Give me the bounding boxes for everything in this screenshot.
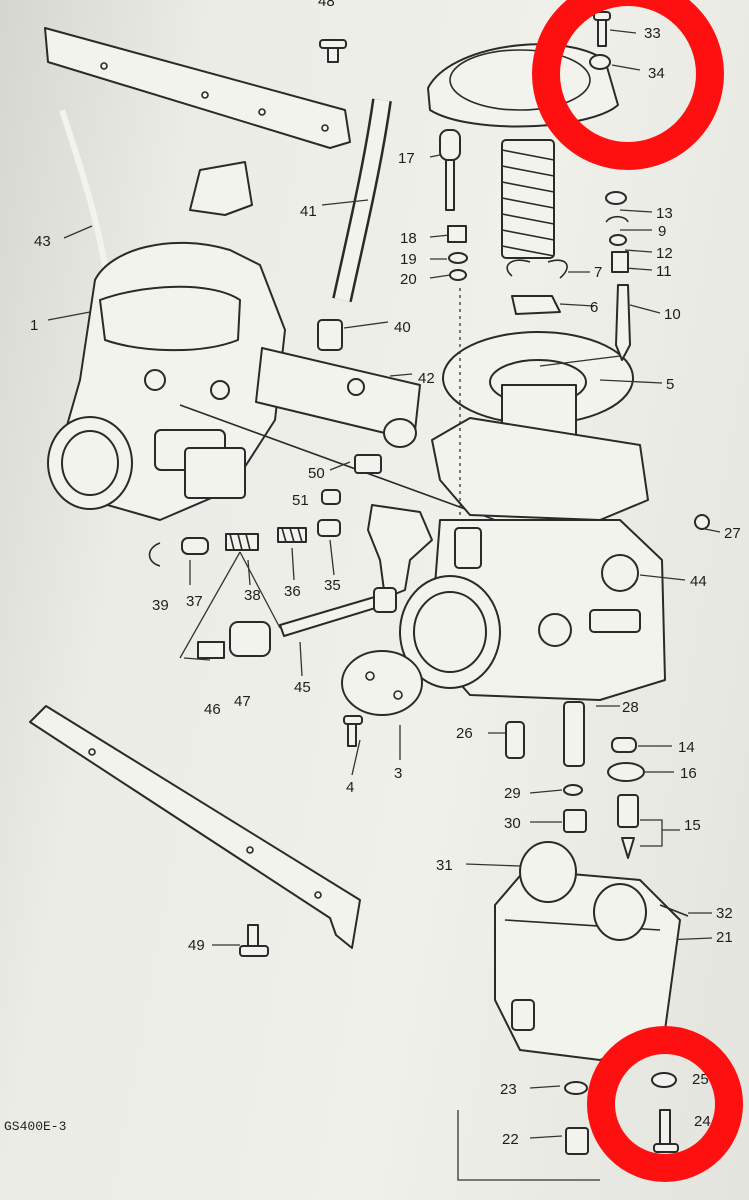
label-50: 50 xyxy=(308,465,325,482)
label-39: 39 xyxy=(152,597,169,614)
label-5: 5 xyxy=(666,376,674,393)
label-14: 14 xyxy=(678,739,695,756)
label-3: 3 xyxy=(394,765,402,782)
label-26: 26 xyxy=(456,725,473,742)
left-carburetor-body xyxy=(47,161,286,521)
label-46: 46 xyxy=(204,701,221,718)
label-47: 47 xyxy=(234,693,251,710)
label-27: 27 xyxy=(724,525,741,542)
label-1: 1 xyxy=(30,317,38,334)
label-34: 34 xyxy=(648,65,665,82)
plate-3 xyxy=(341,650,423,716)
label-43: 43 xyxy=(34,233,51,250)
label-23: 23 xyxy=(500,1081,517,1098)
label-35: 35 xyxy=(324,577,341,594)
label-32: 32 xyxy=(716,905,733,922)
left-small-parts xyxy=(148,489,341,659)
label-31: 31 xyxy=(436,857,453,874)
label-19: 19 xyxy=(400,251,417,268)
label-42: 42 xyxy=(418,370,435,387)
float-31 xyxy=(519,841,647,941)
label-25: 25 xyxy=(692,1071,709,1088)
label-36: 36 xyxy=(284,583,301,600)
label-51: 51 xyxy=(292,492,309,509)
needle-holder-6 xyxy=(511,295,561,315)
label-17: 17 xyxy=(398,150,415,167)
label-16: 16 xyxy=(680,765,697,782)
label-12: 12 xyxy=(656,245,673,262)
label-10: 10 xyxy=(664,306,681,323)
right-carb-top-cap xyxy=(427,43,619,128)
highlight-circle-bottom-right xyxy=(587,1026,743,1182)
label-13: 13 xyxy=(656,205,673,222)
slide-spring xyxy=(501,139,555,259)
label-37: 37 xyxy=(186,593,203,610)
label-15: 15 xyxy=(684,817,701,834)
page-code: GS400E-3 xyxy=(4,1119,66,1134)
bottom-bracket xyxy=(29,705,361,949)
label-33: 33 xyxy=(644,25,661,42)
retainer-7 xyxy=(506,259,568,279)
label-45: 45 xyxy=(294,679,311,696)
screw-4-icon xyxy=(343,715,363,747)
throttle-lever xyxy=(367,504,433,599)
label-30: 30 xyxy=(504,815,521,832)
label-22: 22 xyxy=(502,1131,519,1148)
label-48: 48 xyxy=(318,0,335,10)
label-24: 24 xyxy=(694,1113,711,1130)
label-29: 29 xyxy=(504,785,521,802)
label-41: 41 xyxy=(300,203,317,220)
label-20: 20 xyxy=(400,271,417,288)
label-11: 11 xyxy=(656,263,672,280)
label-21: 21 xyxy=(716,929,733,946)
screw-48-icon xyxy=(319,39,347,63)
jet-parts xyxy=(505,701,689,1155)
label-44: 44 xyxy=(690,573,707,590)
fuel-tee-40-42 xyxy=(255,319,421,448)
top-right-small-parts xyxy=(439,11,710,530)
highlight-circle-top-right xyxy=(532,0,724,170)
right-carburetor-body xyxy=(399,417,666,701)
label-4: 4 xyxy=(346,779,354,796)
label-18: 18 xyxy=(400,230,417,247)
label-40: 40 xyxy=(394,319,411,336)
label-49: 49 xyxy=(188,937,205,954)
label-38: 38 xyxy=(244,587,261,604)
label-7: 7 xyxy=(594,264,602,281)
part-number-labels: 48 43 1 41 40 42 50 51 17 18 19 20 33 34… xyxy=(4,0,741,1148)
screw-49-icon xyxy=(239,924,269,957)
label-6: 6 xyxy=(590,299,598,316)
adjust-screw-45 xyxy=(279,587,397,637)
label-9: 9 xyxy=(658,223,666,240)
label-28: 28 xyxy=(622,699,639,716)
top-mounting-bracket xyxy=(44,27,351,149)
